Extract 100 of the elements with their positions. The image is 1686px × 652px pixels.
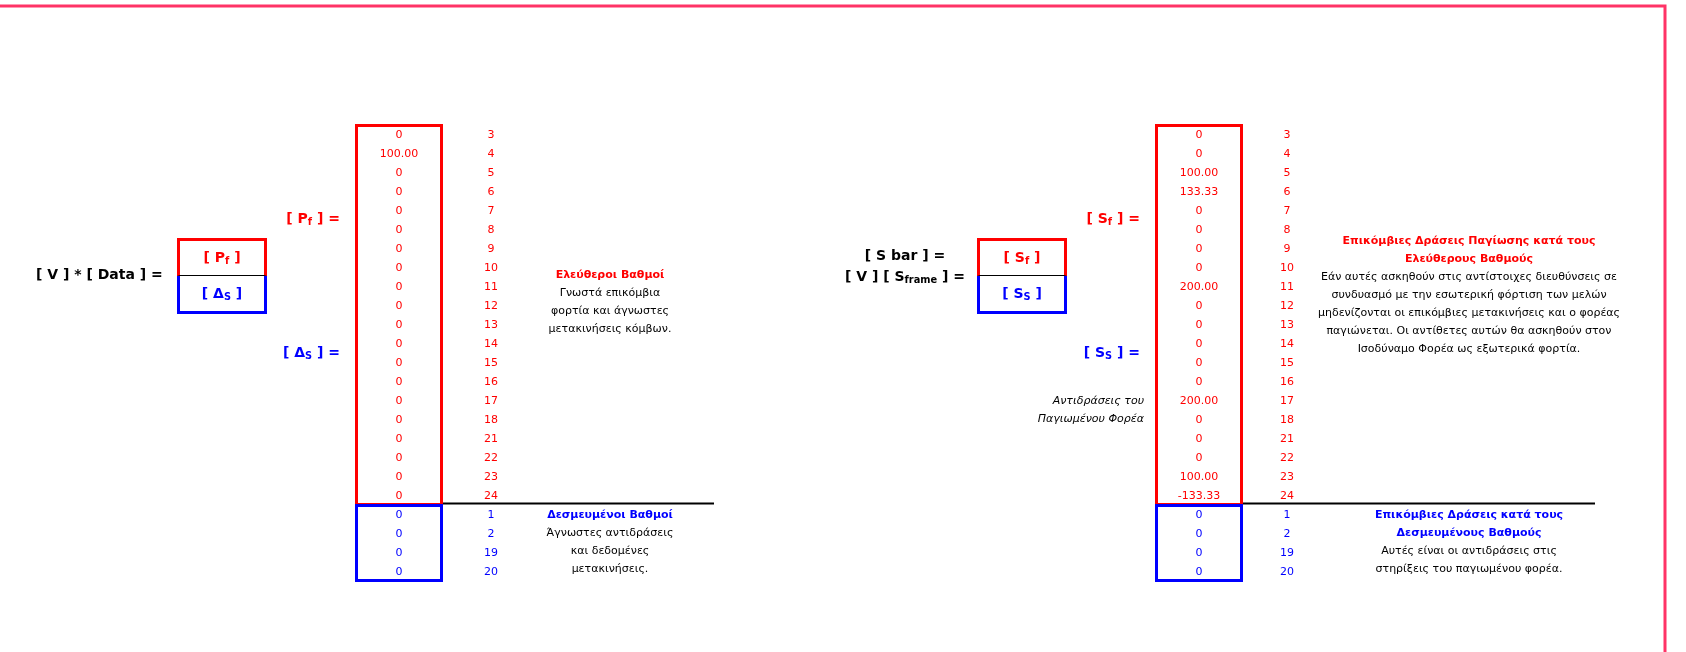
row-number: 16: [1279, 374, 1295, 390]
row-number: 6: [1282, 184, 1292, 200]
row-number: 18: [483, 412, 499, 428]
equation-label: [ S$_{S}$ ] =: [1082, 343, 1140, 364]
equation-label: [ P$_{f}$ ] =: [285, 209, 340, 230]
vector-value: 0: [395, 336, 403, 352]
row-number: 5: [486, 165, 496, 181]
row-number: 23: [483, 469, 499, 485]
vector-value: 0: [395, 298, 403, 314]
vector-value: 100.00: [1179, 165, 1219, 181]
row-number: 9: [1282, 241, 1292, 257]
section-heading: Δεσμευμένοι Βαθμοί: [546, 507, 674, 523]
row-number: 17: [1279, 393, 1295, 409]
vector-value: 0: [395, 374, 403, 390]
vector-value: 0: [395, 203, 403, 219]
vector-column: [1155, 504, 1243, 582]
row-number: 20: [1279, 564, 1295, 580]
row-number: 10: [1279, 260, 1295, 276]
description-text: Γνωστά επικόμβια φορτία και άγνωστες μετακινήσεις κόμβων.: [547, 285, 673, 337]
equation-label: [ S bar ] =: [863, 246, 947, 265]
vector-value: 0: [395, 184, 403, 200]
row-number: 15: [1279, 355, 1295, 371]
vector-column: [355, 504, 443, 582]
vector-value: 0: [1195, 526, 1203, 542]
row-number: 23: [1279, 469, 1295, 485]
vector-value: 0: [1195, 146, 1203, 162]
row-number: 5: [1282, 165, 1292, 181]
row-number: 18: [1279, 412, 1295, 428]
row-number: 10: [483, 260, 499, 276]
section-heading: Επικόμβιες Δράσεις Παγίωσης κατά τους Ελεύθερους Βαθμούς: [1341, 233, 1597, 267]
vector-value: 200.00: [1179, 393, 1219, 409]
row-number: 17: [483, 393, 499, 409]
vector-value: 0: [395, 564, 403, 580]
row-number: 7: [1282, 203, 1292, 219]
vector-value: 0: [1195, 545, 1203, 561]
row-number: 3: [1282, 127, 1292, 143]
description-text: Αυτές είναι οι αντιδράσεις στις στηρίξεις του παγιωμένου φορέα.: [1374, 543, 1564, 577]
vector-value: 0: [395, 127, 403, 143]
vector-value: 0: [395, 412, 403, 428]
vector-value: 0: [395, 241, 403, 257]
row-number: 8: [1282, 222, 1292, 238]
vector-value: 0: [1195, 317, 1203, 333]
equation-label: [ S$_{f}$ ] =: [1085, 209, 1140, 230]
row-number: 11: [483, 279, 499, 295]
vector-value: 0: [1195, 450, 1203, 466]
row-number: 2: [1282, 526, 1292, 542]
vector-value: 0: [1195, 336, 1203, 352]
equation-label: [ V ] [ S$_{frame}$ ] =: [843, 267, 967, 288]
vector-value: 0: [1195, 374, 1203, 390]
matrix-box: [ S$_{S}$ ]: [977, 276, 1067, 314]
row-number: 8: [486, 222, 496, 238]
vector-value: 0: [1195, 127, 1203, 143]
equation-label: [ V ] * [ Data ] =: [36, 265, 164, 284]
vector-value: 100.00: [1179, 469, 1219, 485]
row-number: 1: [486, 507, 496, 523]
note-text: Αντιδράσεις του Παγιωμένου Φορέα: [1036, 393, 1144, 427]
row-number: 11: [1279, 279, 1295, 295]
vector-value: 0: [395, 431, 403, 447]
row-number: 22: [483, 450, 499, 466]
row-number: 4: [486, 146, 496, 162]
row-number: 16: [483, 374, 499, 390]
row-number: 14: [483, 336, 499, 352]
row-number: 22: [1279, 450, 1295, 466]
vector-value: 0: [395, 450, 403, 466]
vector-value: 133.33: [1179, 184, 1219, 200]
row-number: 20: [483, 564, 499, 580]
row-number: 7: [486, 203, 496, 219]
matrix-box: [ Δ$_{S}$ ]: [177, 276, 267, 314]
vector-value: 0: [1195, 431, 1203, 447]
row-number: 21: [1279, 431, 1295, 447]
row-number: 1: [1282, 507, 1292, 523]
vector-value: 0: [395, 165, 403, 181]
vector-value: 0: [395, 469, 403, 485]
vector-value: 0: [1195, 298, 1203, 314]
vector-column: [355, 124, 443, 506]
vector-value: 0: [395, 545, 403, 561]
row-number: 12: [1279, 298, 1295, 314]
vector-value: 0: [1195, 507, 1203, 523]
vector-value: 0: [395, 317, 403, 333]
row-number: 24: [1279, 488, 1295, 504]
vector-value: 0: [395, 260, 403, 276]
row-number: 13: [483, 317, 499, 333]
vector-value: 0: [395, 507, 403, 523]
vector-value: 0: [395, 393, 403, 409]
vector-value: 0: [1195, 355, 1203, 371]
vector-value: 0: [1195, 203, 1203, 219]
vector-value: 200.00: [1179, 279, 1219, 295]
vector-value: 0: [1195, 222, 1203, 238]
matrix-box: [ S$_{f}$ ]: [977, 238, 1067, 276]
vector-value: 0: [395, 355, 403, 371]
equation-label: [ Δ$_{S}$ ] =: [281, 343, 340, 364]
row-number: 15: [483, 355, 499, 371]
vector-value: 0: [1195, 412, 1203, 428]
vector-value: 0: [395, 488, 403, 504]
row-number: 13: [1279, 317, 1295, 333]
row-number: 19: [1279, 545, 1295, 561]
row-number: 21: [483, 431, 499, 447]
vector-value: 0: [395, 279, 403, 295]
matrix-box: [ P$_{f}$ ]: [177, 238, 267, 276]
vector-value: 0: [1195, 241, 1203, 257]
